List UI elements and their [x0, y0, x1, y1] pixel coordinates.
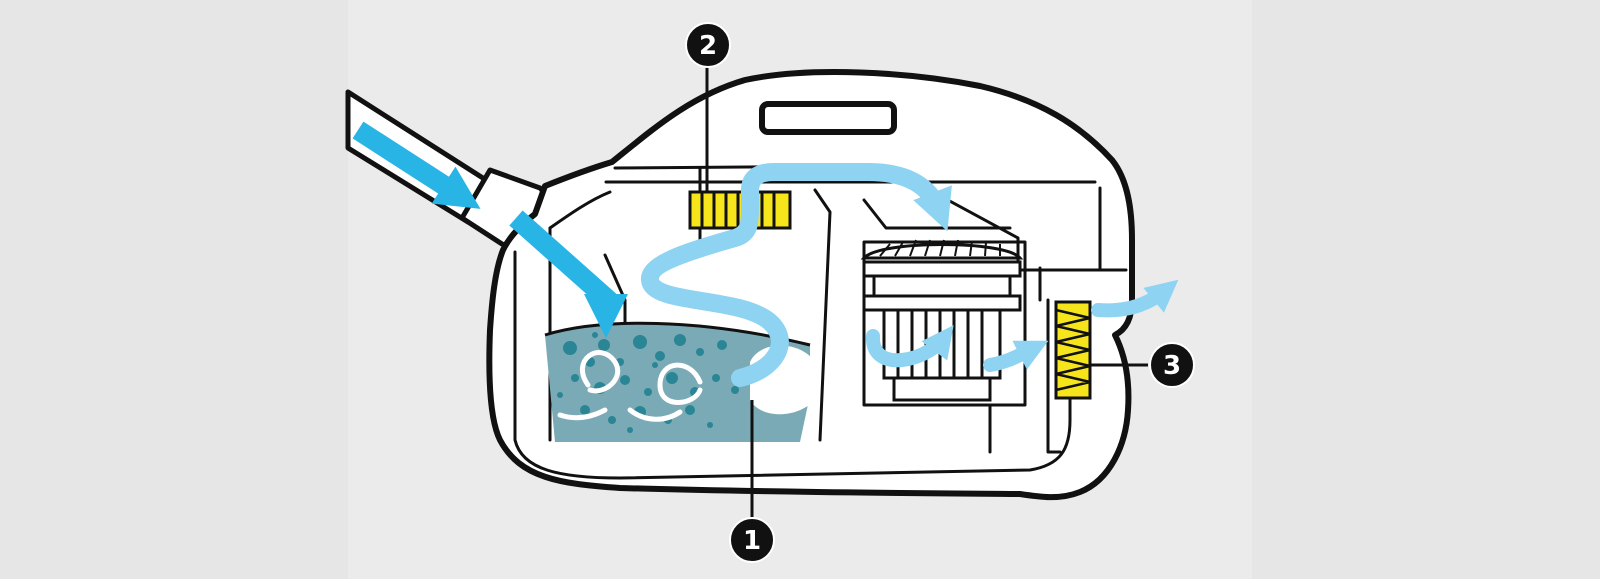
intermediate-filter [688, 190, 792, 230]
callout-2-label: 2 [699, 31, 717, 61]
callout-2: 2 [685, 22, 731, 68]
water-swirls [557, 350, 703, 422]
callout-3: 3 [1149, 342, 1195, 388]
callout-leaders [705, 60, 1148, 522]
callout-3-label: 3 [1163, 351, 1181, 381]
right-margin-panel [1252, 0, 1600, 579]
carry-handle [759, 101, 897, 135]
motor-fan-unit [860, 239, 1024, 402]
arrow-icon [509, 210, 629, 339]
callout-1: 1 [729, 517, 775, 563]
callout-1-label: 1 [743, 526, 761, 556]
exhaust-filter [1054, 300, 1092, 400]
dirty-air-flow [352, 121, 629, 339]
clean-air-flow [641, 163, 1179, 387]
left-margin-panel [0, 0, 348, 579]
arrow-icon [352, 121, 481, 209]
water-bath [544, 321, 815, 442]
